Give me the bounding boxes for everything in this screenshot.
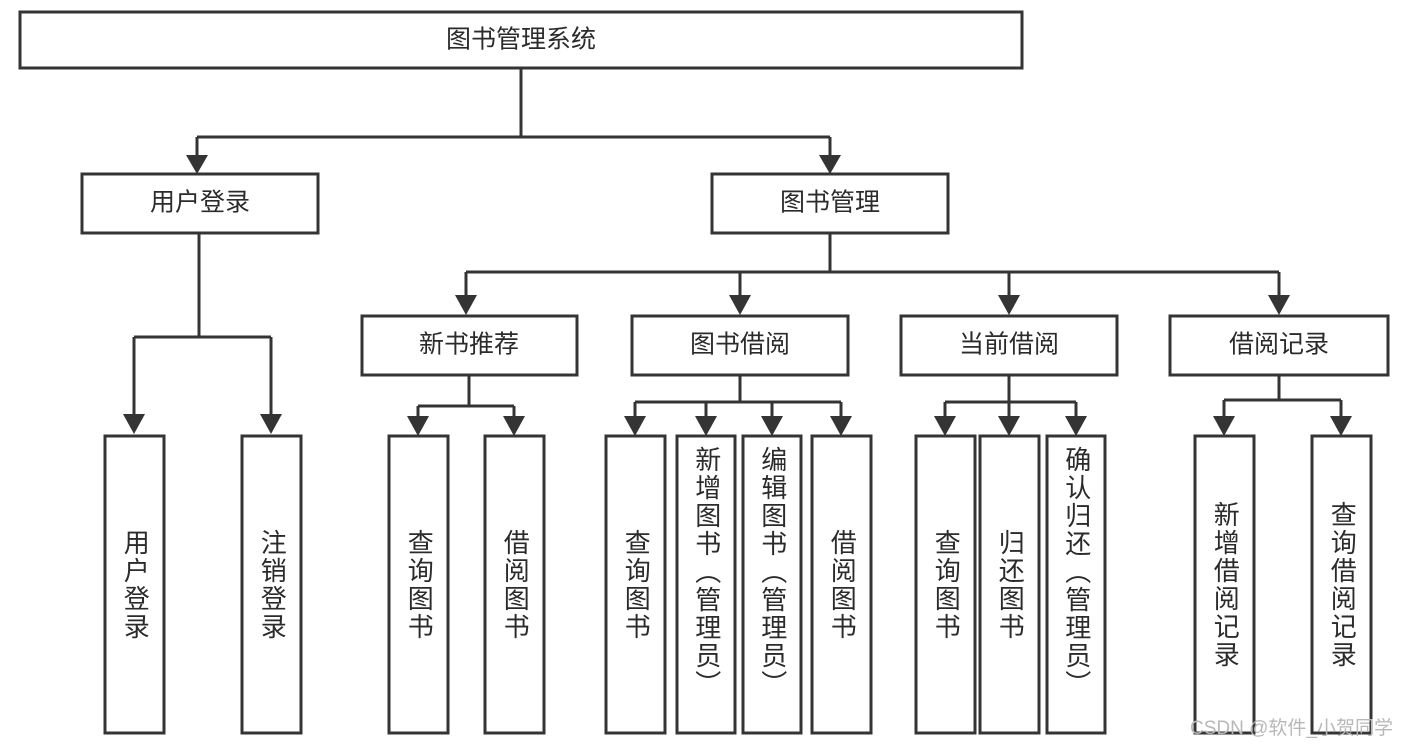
leaf-box-user-login[interactable] [103,434,166,735]
connector-borrowrecord-to-leaves [1222,376,1343,419]
book-manage-box[interactable] [710,172,950,235]
borrow-record-label: 借阅记录 [1229,331,1329,359]
connector-userlogin-to-leaves [132,233,273,417]
new-book-recommend-label: 新书推荐 [419,331,519,359]
arrow-to-new-book-recommend [455,295,477,315]
leaf-box-borrowrecord-add[interactable] [1193,434,1256,735]
node-user-login[interactable]: 用户登录 [80,172,320,235]
arrow-to-current-borrow [998,295,1020,315]
leaf-box-newbook-query[interactable] [387,434,450,735]
arrow-borrowrecord-leaf-2 [1330,416,1352,436]
leaf-box-bookborrow-query[interactable] [604,434,667,735]
node-borrow-record[interactable]: 借阅记录 [1168,314,1390,377]
node-book-borrow[interactable]: 图书借阅 [630,314,850,377]
arrow-bookborrow-leaf-4 [830,416,852,436]
arrow-newbook-leaf-1 [407,416,429,436]
arrow-currentborrow-leaf-2 [998,416,1020,436]
leaf-box-bookborrow-edit[interactable] [741,434,803,735]
arrow-borrowrecord-leaf-1 [1213,416,1235,436]
arrow-currentborrow-leaf-1 [934,416,956,436]
arrow-bookborrow-leaf-3 [761,416,783,436]
leaf-box-borrowrecord-query[interactable] [1310,434,1373,735]
leaf-box-currentborrow-query[interactable] [914,434,977,735]
book-borrow-box[interactable] [630,314,850,377]
connector-bookborrow-to-leaves [633,376,843,419]
root-label: 图书管理系统 [446,26,596,54]
node-current-borrow[interactable]: 当前借阅 [899,314,1119,377]
user-login-box[interactable] [80,172,320,235]
leaf-box-currentborrow-return[interactable] [978,434,1041,735]
leaf-box-logout[interactable] [240,434,303,735]
connector-newbook-to-leaves [416,376,516,419]
leaf-box-currentborrow-confirm[interactable] [1045,434,1107,735]
user-login-label: 用户登录 [150,189,250,217]
node-book-manage[interactable]: 图书管理 [710,172,950,235]
csdn-watermark: CSDN @软件_小贺同学 [1190,718,1393,739]
arrow-bookborrow-leaf-2 [695,416,717,436]
arrow-to-borrow-record [1268,295,1290,315]
arrow-to-book-manage [819,155,841,174]
book-manage-label: 图书管理 [780,189,880,217]
leaf-boxes-group [103,434,1373,735]
arrow-to-book-borrow [729,295,751,315]
root-box[interactable] [18,10,1024,70]
current-borrow-label: 当前借阅 [959,331,1059,359]
connector-group [123,69,1352,436]
book-borrow-label: 图书借阅 [690,331,790,359]
arrow-bookborrow-leaf-1 [624,416,646,436]
node-new-book-recommend[interactable]: 新书推荐 [360,314,579,377]
connector-root-to-level2 [195,69,832,158]
leaf-box-bookborrow-lend[interactable] [810,434,873,735]
leaf-box-newbook-borrow[interactable] [483,434,546,735]
connector-currentborrow-to-leaves [943,376,1078,419]
leaf-box-bookborrow-add[interactable] [675,434,737,735]
borrow-record-box[interactable] [1168,314,1390,377]
arrow-to-leaf-user-login [123,414,145,434]
arrow-currentborrow-leaf-3 [1065,416,1087,436]
arrow-to-leaf-logout [260,414,282,434]
connector-bookmanage-to-level3 [464,233,1281,298]
new-book-recommend-box[interactable] [360,314,579,377]
current-borrow-box[interactable] [899,314,1119,377]
arrow-to-user-login [186,155,208,174]
node-root[interactable]: 图书管理系统 [18,10,1024,70]
arrow-newbook-leaf-2 [503,416,525,436]
